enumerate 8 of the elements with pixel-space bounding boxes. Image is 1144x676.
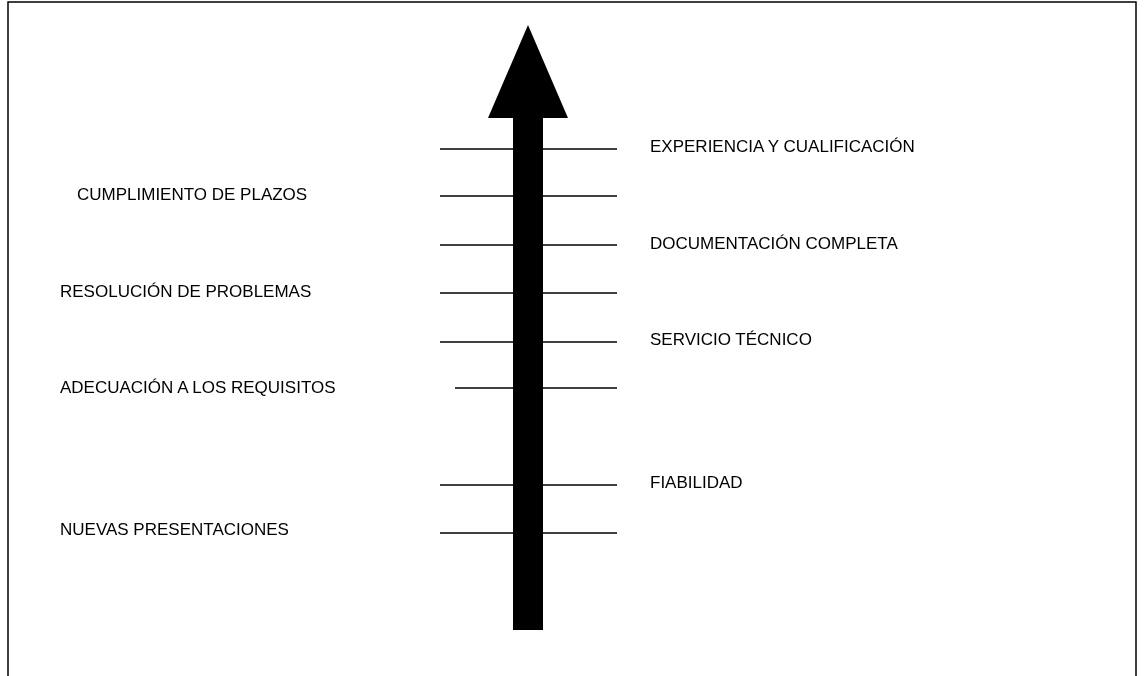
axis-label: CUMPLIMIENTO DE PLAZOS: [77, 185, 308, 205]
axis-label: EXPERIENCIA Y CUALIFICACIÓN: [650, 137, 915, 157]
axis-label: ADECUACIÓN A LOS REQUISITOS: [60, 378, 336, 398]
axis-label: RESOLUCIÓN DE PROBLEMAS: [60, 282, 312, 302]
axis-label: NUEVAS PRESENTACIONES: [60, 520, 289, 540]
axis-label: FIABILIDAD: [650, 473, 743, 493]
axis-label: DOCUMENTACIÓN COMPLETA: [650, 234, 898, 254]
axis-label: SERVICIO TÉCNICO: [650, 330, 812, 350]
